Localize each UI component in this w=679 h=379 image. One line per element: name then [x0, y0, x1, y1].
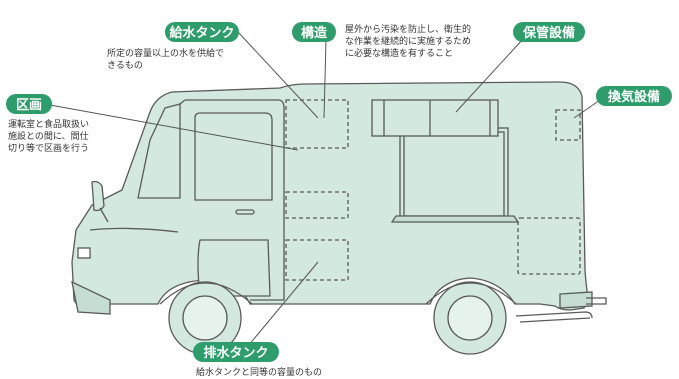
label-water-tank: 給水タンク 所定の容量以上の水を供給で きるもの — [107, 22, 239, 71]
serving-counter — [390, 215, 520, 223]
door-lower-panel — [197, 239, 271, 297]
label-desc-line: 切り等で区画を行う — [8, 142, 89, 154]
exhaust-pipe-lower — [519, 317, 591, 323]
serving-window — [399, 127, 509, 221]
label-title: 換気設備 — [608, 89, 660, 105]
label-drain-tank: 排水タンク 給水タンクと同等の容量のもの — [193, 342, 322, 378]
rear-wheel-hub — [447, 295, 493, 341]
label-desc-line: 給水タンクと同等の容量のもの — [196, 366, 322, 378]
label-partition: 区画 運転室と食品取扱い 施設との間に、間仕 切り等で区画を行う — [6, 94, 89, 154]
label-desc-line: 所定の容量以上の水を供給で — [107, 47, 224, 59]
side-door — [179, 99, 285, 301]
label-title: 排水タンク — [203, 345, 268, 361]
label-storage: 保管設備 — [513, 22, 585, 42]
truck-illustration — [71, 81, 607, 355]
rear-panel — [517, 217, 581, 275]
cab-window — [137, 103, 181, 199]
front-bumper — [71, 280, 111, 315]
label-desc-line: 運転室と食品取扱い — [8, 118, 89, 130]
leader-partition — [49, 104, 299, 151]
partition-box — [285, 191, 349, 219]
front-wheel-arch — [159, 282, 253, 305]
label-desc-line: な作業を継続的に実施するため — [345, 35, 471, 47]
leader-ventilation — [573, 99, 601, 119]
label-desc-line: きるもの — [107, 60, 143, 71]
hood-line — [89, 227, 179, 233]
label-pill — [596, 86, 672, 106]
label-title: 構造 — [301, 25, 328, 41]
front-wheel-hub — [182, 295, 228, 341]
label-pill — [165, 22, 239, 42]
cab-door-window — [194, 112, 273, 201]
rear-wheel-arch — [425, 282, 517, 305]
label-structure: 構造 屋外から汚染を防止し、衛生的 な作業を継続的に実施するため に必要な構造を… — [292, 22, 471, 59]
label-pill — [513, 22, 585, 42]
label-desc-line: 施設との間に、間仕 — [8, 130, 89, 142]
label-title: 区画 — [16, 98, 42, 113]
ventilation-box — [555, 109, 581, 141]
label-ventilation: 換気設備 — [596, 86, 672, 106]
water-tank-box — [285, 99, 349, 149]
label-desc-line: 屋外から汚染を防止し、衛生的 — [345, 23, 471, 35]
label-desc-line: に必要な構造を有すること — [345, 47, 453, 59]
headlight — [77, 247, 91, 259]
mirror-arm — [99, 207, 109, 223]
leader-water-tank — [237, 31, 319, 119]
leader-storage — [455, 37, 525, 113]
rear-step — [586, 297, 607, 305]
drain-tank-box — [285, 239, 349, 281]
upper-cabinet — [371, 99, 499, 137]
door-handle — [235, 209, 255, 215]
exhaust-pipe — [515, 311, 593, 319]
label-pill — [193, 342, 279, 362]
label-title: 保管設備 — [522, 25, 575, 41]
side-mirror — [91, 180, 105, 212]
rear-bumper — [559, 291, 593, 309]
label-pill — [292, 22, 336, 42]
leader-structure — [323, 39, 327, 119]
leader-drain-tank — [247, 261, 319, 347]
leader-lines — [49, 31, 601, 347]
label-title: 給水タンク — [169, 25, 234, 41]
label-pill — [6, 94, 52, 114]
